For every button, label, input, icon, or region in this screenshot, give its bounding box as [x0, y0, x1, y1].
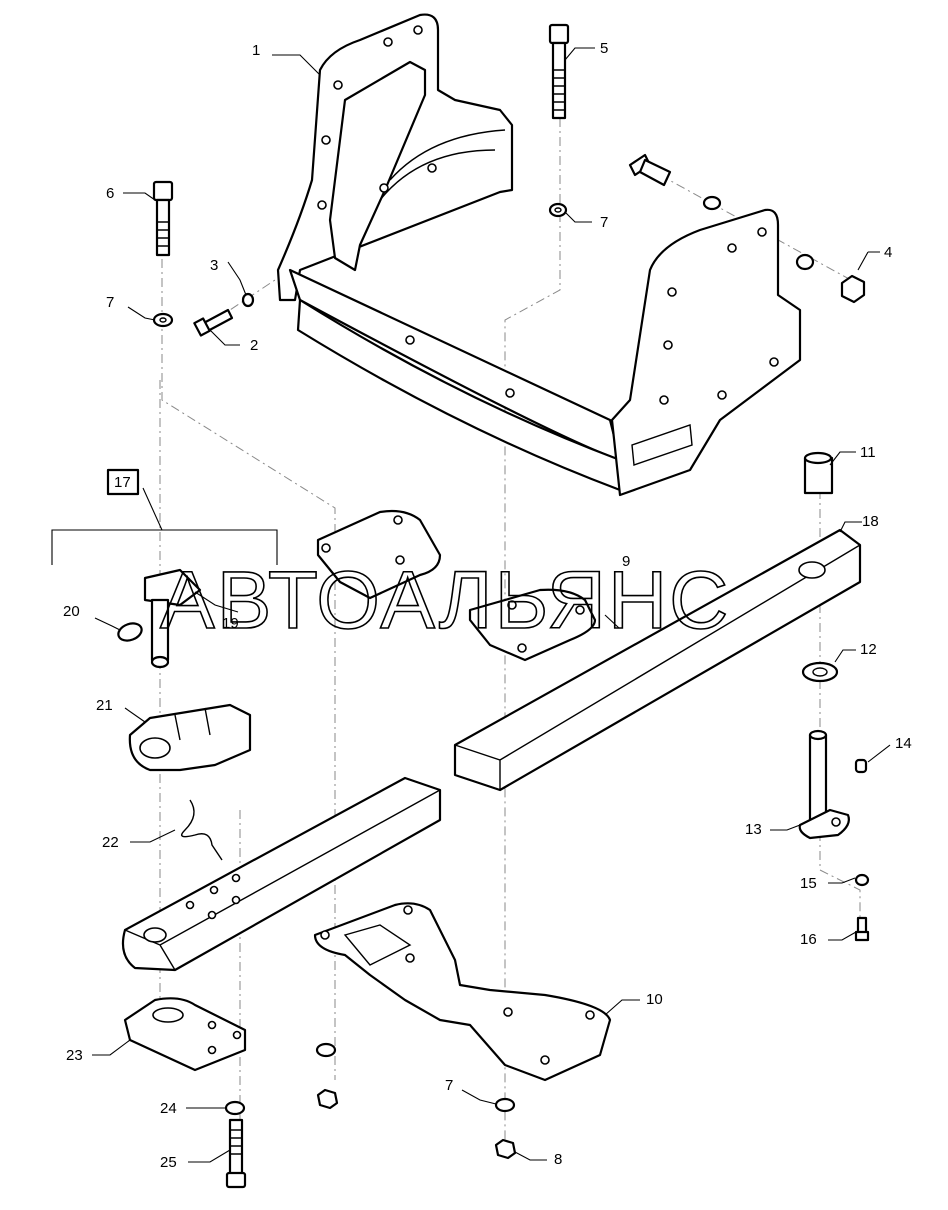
- callout-17: 17: [114, 474, 131, 491]
- main-frame-part: [276, 13, 802, 497]
- washer-15: [854, 873, 870, 887]
- callout-4: 4: [884, 244, 892, 261]
- callout-9: 9: [622, 553, 630, 570]
- callout-23: 23: [66, 1047, 83, 1064]
- plate-23: [123, 997, 247, 1072]
- callout-11: 11: [860, 444, 876, 461]
- plate-upper: [316, 509, 442, 600]
- callout-3: 3: [210, 257, 218, 274]
- leader-lines: [92, 47, 891, 1163]
- callout-15: 15: [800, 875, 817, 892]
- callout-21: 21: [96, 697, 113, 714]
- callout-18: 18: [862, 513, 879, 530]
- callout-1: 1: [252, 42, 260, 59]
- washer-7-bottom-left: [315, 1042, 337, 1058]
- group-17-bracket: [51, 468, 278, 565]
- bolt-4-set: [628, 153, 866, 304]
- bolt-25: [225, 1118, 247, 1189]
- callout-8: 8: [554, 1151, 562, 1168]
- callout-16: 16: [800, 931, 817, 948]
- callout-2: 2: [250, 337, 258, 354]
- callout-19: 19: [222, 615, 239, 632]
- spring-22: [181, 799, 223, 861]
- washer-12: [801, 661, 839, 683]
- callout-labels: 1 2 3 4 5 6 7 7 7 8 9 10 11 12 13 14 15 …: [63, 40, 912, 1171]
- nut-8: [494, 1138, 517, 1160]
- callout-7-bottom-right: 7: [445, 1077, 453, 1094]
- pin-13: [798, 729, 850, 840]
- pin-19: [143, 568, 202, 669]
- washer-7-top-left: [152, 312, 174, 328]
- plate-9: [468, 588, 597, 662]
- bolt-16: [854, 916, 870, 942]
- hook-21: [128, 703, 252, 772]
- drawbar-18: [453, 528, 862, 792]
- callout-22: 22: [102, 834, 119, 851]
- bushing-11: [803, 451, 834, 495]
- watermark-text: АВТОАЛЬЯНС: [160, 555, 730, 646]
- callout-6: 6: [106, 185, 114, 202]
- washer-24: [224, 1100, 246, 1116]
- drawbar-lower: [121, 776, 442, 972]
- clip-20: [117, 622, 143, 642]
- bolt-6: [152, 180, 174, 257]
- washer-7-top-right: [548, 202, 568, 218]
- washer-3: [241, 292, 255, 308]
- callout-7-top-right: 7: [600, 214, 608, 231]
- callout-24: 24: [160, 1100, 177, 1117]
- callout-5: 5: [600, 40, 608, 57]
- callout-12: 12: [860, 641, 877, 658]
- callout-13: 13: [745, 821, 762, 838]
- swing-frame-10: [313, 902, 612, 1082]
- callout-20: 20: [63, 603, 80, 620]
- callout-14: 14: [895, 735, 912, 752]
- bolt-5: [548, 23, 570, 120]
- washer-7-bottom-right: [494, 1097, 516, 1113]
- bolt-2: [193, 308, 234, 337]
- callout-25: 25: [160, 1154, 177, 1171]
- callout-10: 10: [646, 991, 663, 1008]
- pin-14: [854, 758, 868, 774]
- callout-7-top-left: 7: [106, 294, 114, 311]
- nut-bottom-left: [316, 1088, 339, 1110]
